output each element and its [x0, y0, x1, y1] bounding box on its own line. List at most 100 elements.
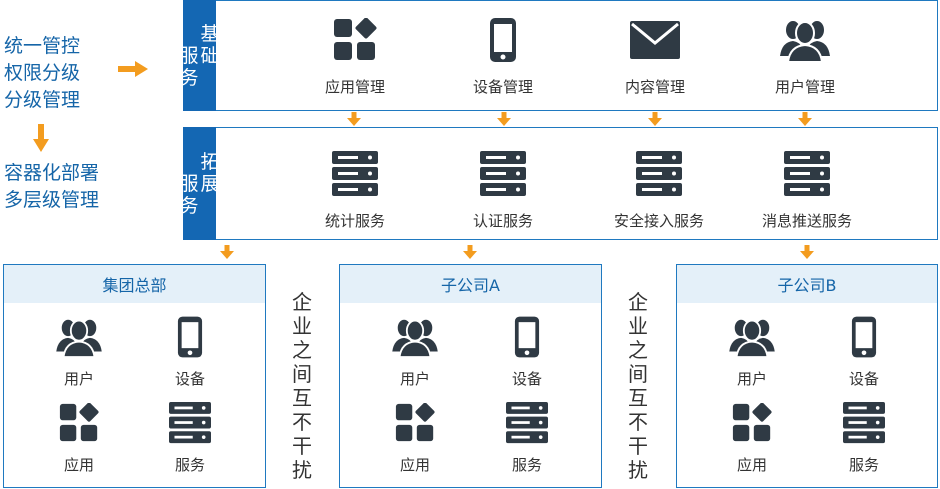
- org-cell-devices: 设备: [487, 314, 567, 389]
- cell-label: 应用: [399, 456, 430, 474]
- cell-label: 设备: [174, 370, 205, 388]
- service-content-management: 内容管理: [580, 16, 730, 97]
- mail-icon: [580, 16, 730, 64]
- label-char: 展: [200, 172, 220, 195]
- org-cell-users: 用户: [712, 314, 792, 389]
- cell-label: 设备: [511, 370, 542, 388]
- arrow-down-icon: [648, 112, 662, 126]
- arrow-down-icon: [347, 112, 361, 126]
- users-icon: [712, 314, 792, 360]
- separator-char: 扰: [628, 458, 648, 482]
- server-icon: [487, 400, 567, 446]
- left-line: 统一管控: [4, 35, 81, 57]
- separator-char: 间: [292, 362, 312, 386]
- server-icon: [584, 150, 734, 198]
- left-line: 权限分级: [4, 62, 81, 84]
- service-label: 消息推送服务: [761, 212, 852, 230]
- cell-label: 用户: [63, 370, 94, 388]
- label-char: 拓: [200, 150, 220, 173]
- phone-icon: [824, 314, 904, 360]
- cell-label: 用户: [399, 370, 430, 388]
- app-grid-icon: [375, 400, 455, 446]
- org-box-subsidiary-b: 子公司B: [676, 264, 938, 488]
- left-text-block-1: 统一管控 权限分级 分级管理: [4, 33, 80, 114]
- service-label: 用户管理: [774, 78, 835, 96]
- arrow-down-icon: [33, 124, 49, 152]
- server-icon: [428, 150, 578, 198]
- left-text-block-2: 容器化部署 多层级管理: [4, 160, 99, 214]
- users-icon: [39, 314, 119, 360]
- org-cell-services: 服务: [824, 400, 904, 475]
- org-cell-services: 服务: [150, 400, 230, 475]
- org-cell-apps: 应用: [375, 400, 455, 475]
- separator-char: 干: [292, 434, 312, 458]
- service-label: 统计服务: [324, 212, 385, 230]
- app-grid-icon: [39, 400, 119, 446]
- org-cell-users: 用户: [39, 314, 119, 389]
- app-grid-icon: [712, 400, 792, 446]
- separator-char: 之: [292, 338, 312, 362]
- label-char: 服: [179, 172, 199, 195]
- label-char: 务: [179, 66, 199, 89]
- server-icon: [732, 150, 882, 198]
- org-box-hq: 集团总部: [3, 264, 266, 488]
- org-cell-devices: 设备: [824, 314, 904, 389]
- users-icon: [730, 16, 880, 64]
- service-app-management: 应用管理: [280, 16, 430, 97]
- separator-char: 间: [628, 362, 648, 386]
- label-char: 服: [179, 44, 199, 67]
- service-user-management: 用户管理: [730, 16, 880, 97]
- cell-label: 服务: [511, 456, 542, 474]
- separator-char: 之: [628, 338, 648, 362]
- users-icon: [375, 314, 455, 360]
- separator-text-1: 企业之间互不干扰: [290, 290, 314, 482]
- service-label: 设备管理: [472, 78, 533, 96]
- service-statistics: 统计服务: [280, 150, 430, 231]
- org-title: 子公司B: [677, 265, 937, 303]
- cell-label: 服务: [848, 456, 879, 474]
- service-label: 应用管理: [324, 78, 385, 96]
- phone-icon: [487, 314, 567, 360]
- arrow-down-icon: [798, 112, 812, 126]
- service-secure-access: 安全接入服务: [584, 150, 734, 231]
- separator-char: 企: [628, 290, 648, 314]
- label-char: 务: [179, 194, 199, 217]
- arrow-down-icon: [220, 245, 234, 259]
- org-cell-services: 服务: [487, 400, 567, 475]
- separator-char: 企: [292, 290, 312, 314]
- arrow-down-icon: [463, 245, 477, 259]
- service-label: 内容管理: [624, 78, 685, 96]
- arrow-right-icon: [118, 61, 148, 77]
- label-char: 基: [200, 22, 220, 45]
- cell-label: 应用: [736, 456, 767, 474]
- separator-char: 业: [628, 314, 648, 338]
- arrow-down-icon: [497, 112, 511, 126]
- service-label: 认证服务: [472, 212, 533, 230]
- app-grid-icon: [280, 16, 430, 64]
- service-device-management: 设备管理: [428, 16, 578, 97]
- server-icon: [824, 400, 904, 446]
- separator-char: 扰: [292, 458, 312, 482]
- org-cell-apps: 应用: [39, 400, 119, 475]
- left-line: 分级管理: [4, 89, 81, 111]
- server-icon: [280, 150, 430, 198]
- cell-label: 设备: [848, 370, 879, 388]
- service-label: 安全接入服务: [613, 212, 704, 230]
- service-auth: 认证服务: [428, 150, 578, 231]
- arrow-down-icon: [800, 245, 814, 259]
- separator-text-2: 企业之间互不干扰: [626, 290, 650, 482]
- separator-char: 不: [628, 410, 648, 434]
- org-title: 子公司A: [340, 265, 601, 303]
- left-line: 容器化部署: [4, 162, 100, 184]
- separator-char: 互: [628, 386, 648, 410]
- org-title: 集团总部: [4, 265, 265, 303]
- org-cell-apps: 应用: [712, 400, 792, 475]
- basic-services-label: 基础 服务: [179, 0, 220, 111]
- org-box-subsidiary-a: 子公司A: [339, 264, 602, 488]
- label-char: 础: [200, 44, 220, 67]
- service-push: 消息推送服务: [732, 150, 882, 231]
- cell-label: 应用: [63, 456, 94, 474]
- org-cell-devices: 设备: [150, 314, 230, 389]
- cell-label: 用户: [736, 370, 767, 388]
- cell-label: 服务: [174, 456, 205, 474]
